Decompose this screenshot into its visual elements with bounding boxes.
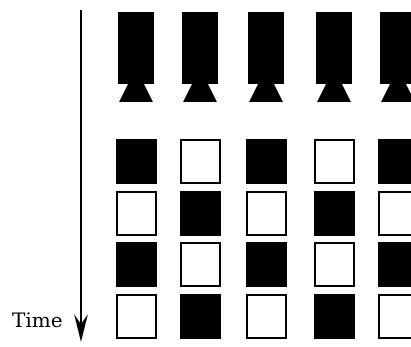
filled-cell — [378, 139, 411, 184]
print-head-2 — [182, 12, 218, 104]
print-head-5 — [380, 12, 411, 104]
print-head-body — [316, 12, 352, 84]
filled-cell — [378, 242, 411, 287]
filled-cell — [314, 191, 355, 236]
empty-cell — [180, 139, 221, 184]
nozzle-icon — [317, 84, 351, 102]
filled-cell — [116, 242, 157, 287]
nozzle-icon — [119, 84, 153, 102]
filled-cell — [180, 191, 221, 236]
empty-cell — [246, 191, 287, 236]
print-head-body — [248, 12, 284, 84]
empty-cell — [246, 294, 287, 339]
nozzle-icon — [249, 84, 283, 102]
print-head-3 — [248, 12, 284, 104]
empty-cell — [116, 294, 157, 339]
empty-cell — [314, 242, 355, 287]
time-arrow-icon — [74, 314, 88, 342]
print-head-body — [380, 12, 411, 84]
nozzle-icon — [381, 84, 411, 102]
print-head-body — [182, 12, 218, 84]
empty-cell — [180, 242, 221, 287]
filled-cell — [116, 139, 157, 184]
empty-cell — [378, 191, 411, 236]
print-head-1 — [118, 12, 154, 104]
empty-cell — [116, 191, 157, 236]
filled-cell — [246, 242, 287, 287]
time-axis-label: Time — [12, 308, 63, 332]
filled-cell — [314, 294, 355, 339]
nozzle-icon — [183, 84, 217, 102]
empty-cell — [314, 139, 355, 184]
filled-cell — [246, 139, 287, 184]
empty-cell — [378, 294, 411, 339]
filled-cell — [180, 294, 221, 339]
print-head-4 — [316, 12, 352, 104]
time-axis-line — [80, 10, 82, 335]
print-head-body — [118, 12, 154, 84]
